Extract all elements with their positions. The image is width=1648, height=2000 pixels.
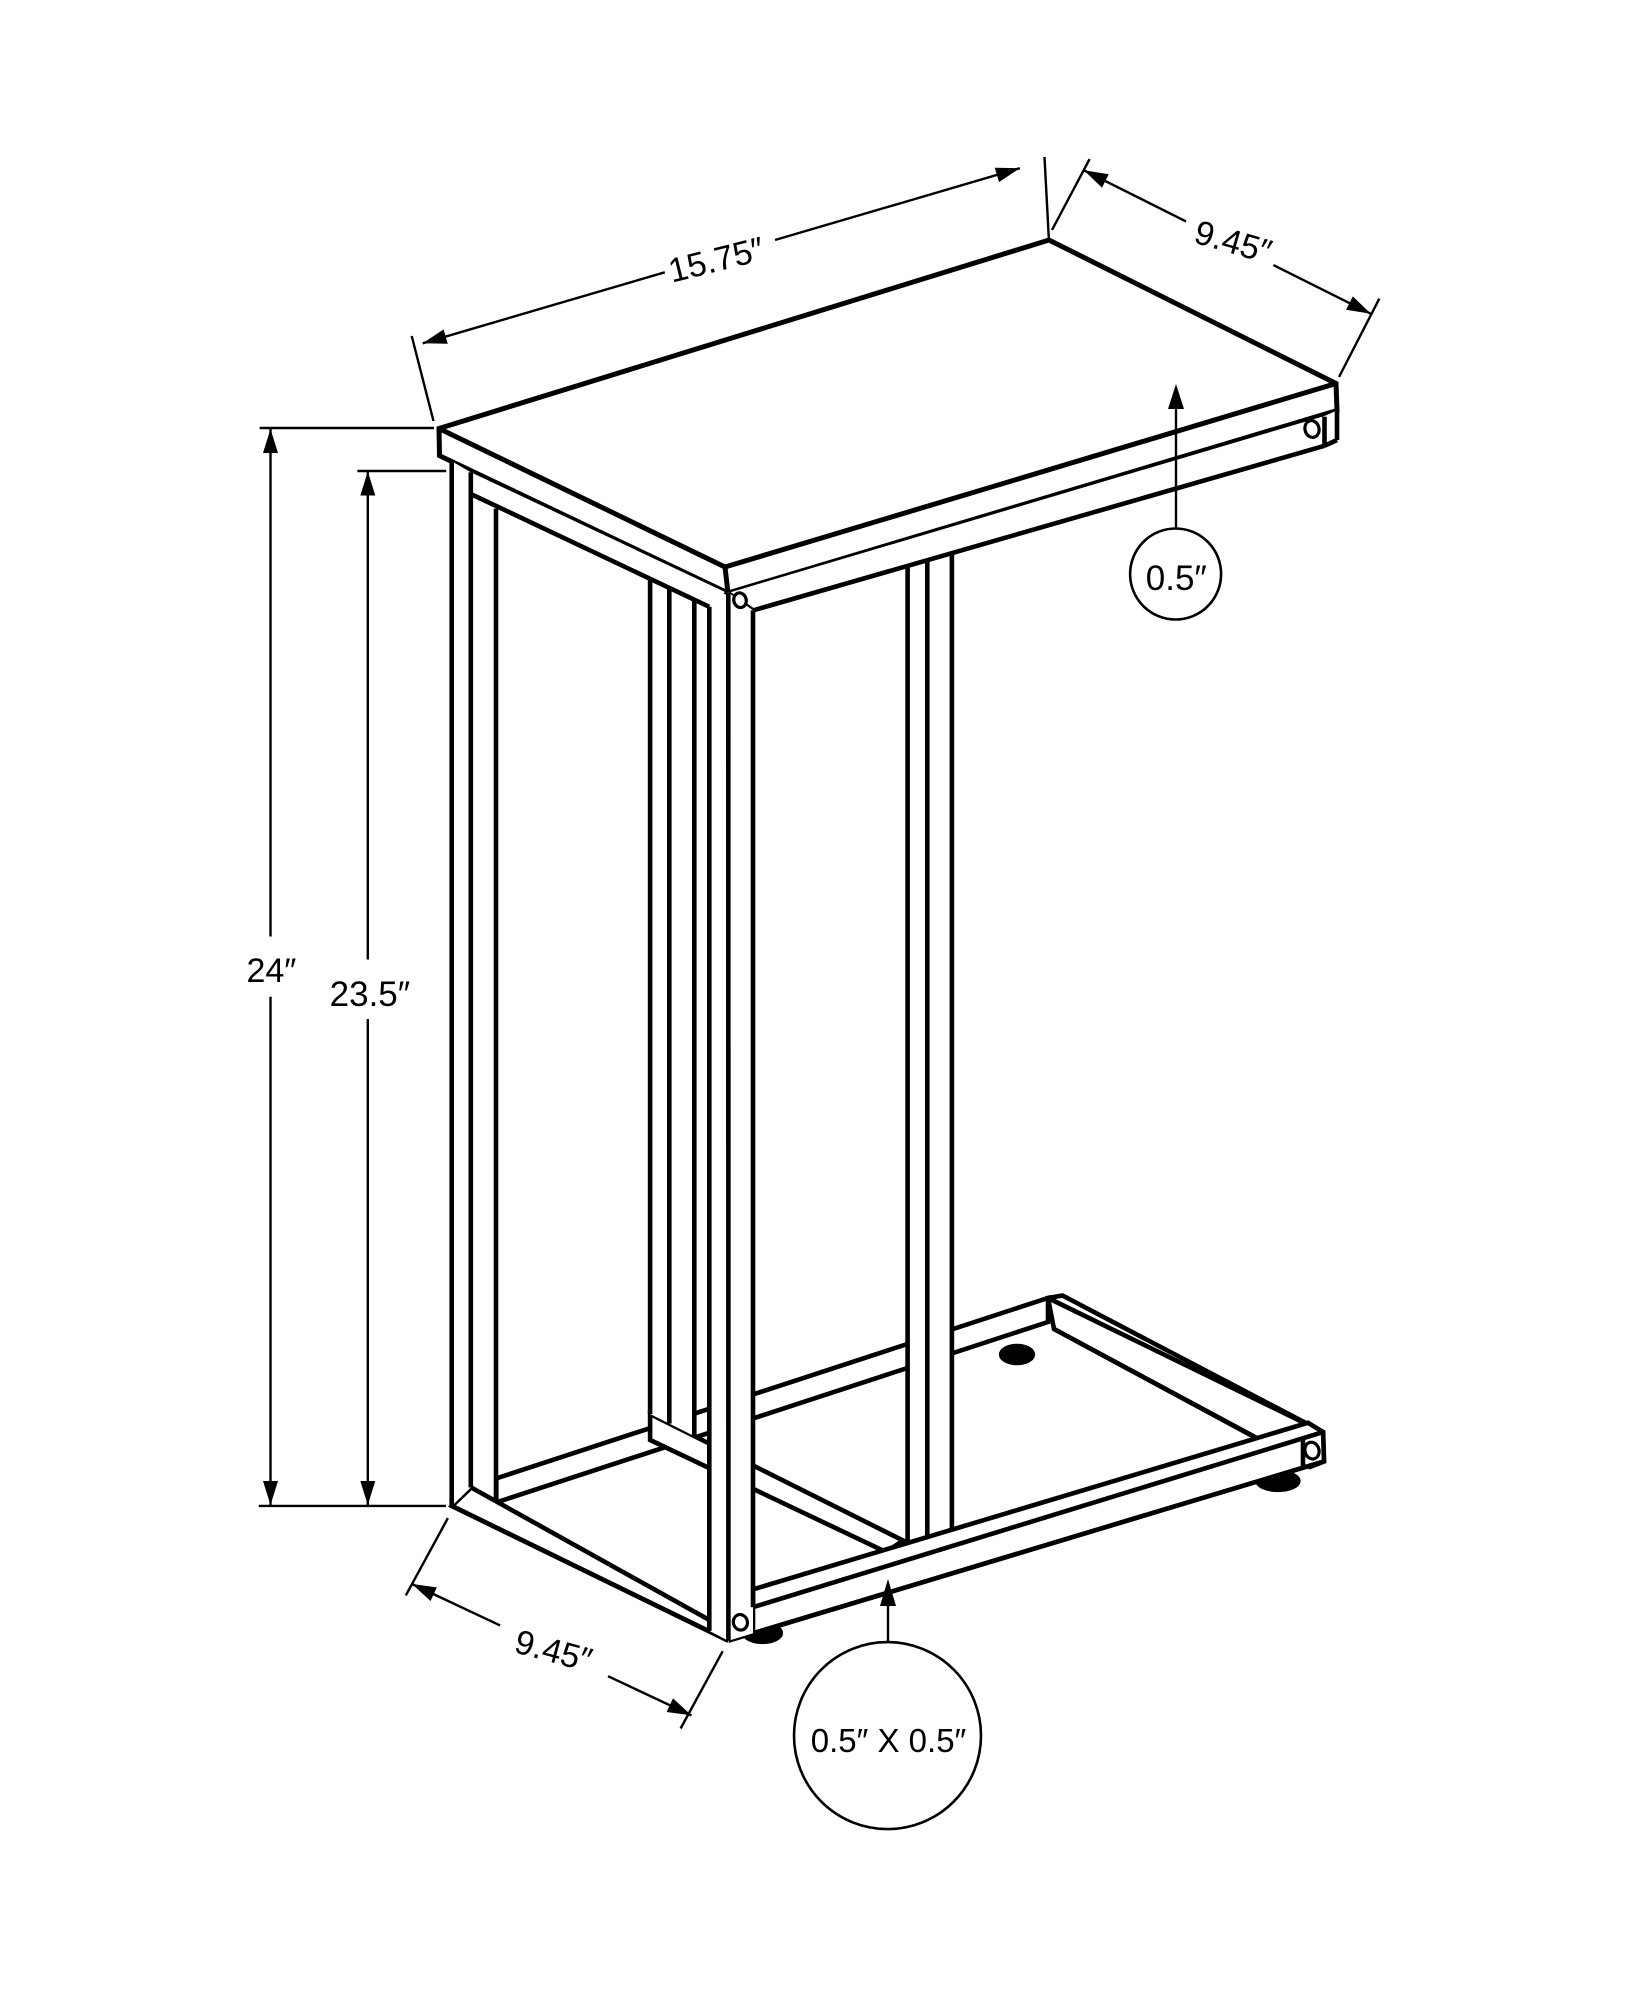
svg-text:0.5″: 0.5″ — [1146, 559, 1207, 598]
svg-text:24″: 24″ — [246, 952, 296, 990]
svg-text:23.5″: 23.5″ — [330, 975, 411, 1014]
svg-text:0.5″ X 0.5″: 0.5″ X 0.5″ — [811, 1722, 967, 1759]
